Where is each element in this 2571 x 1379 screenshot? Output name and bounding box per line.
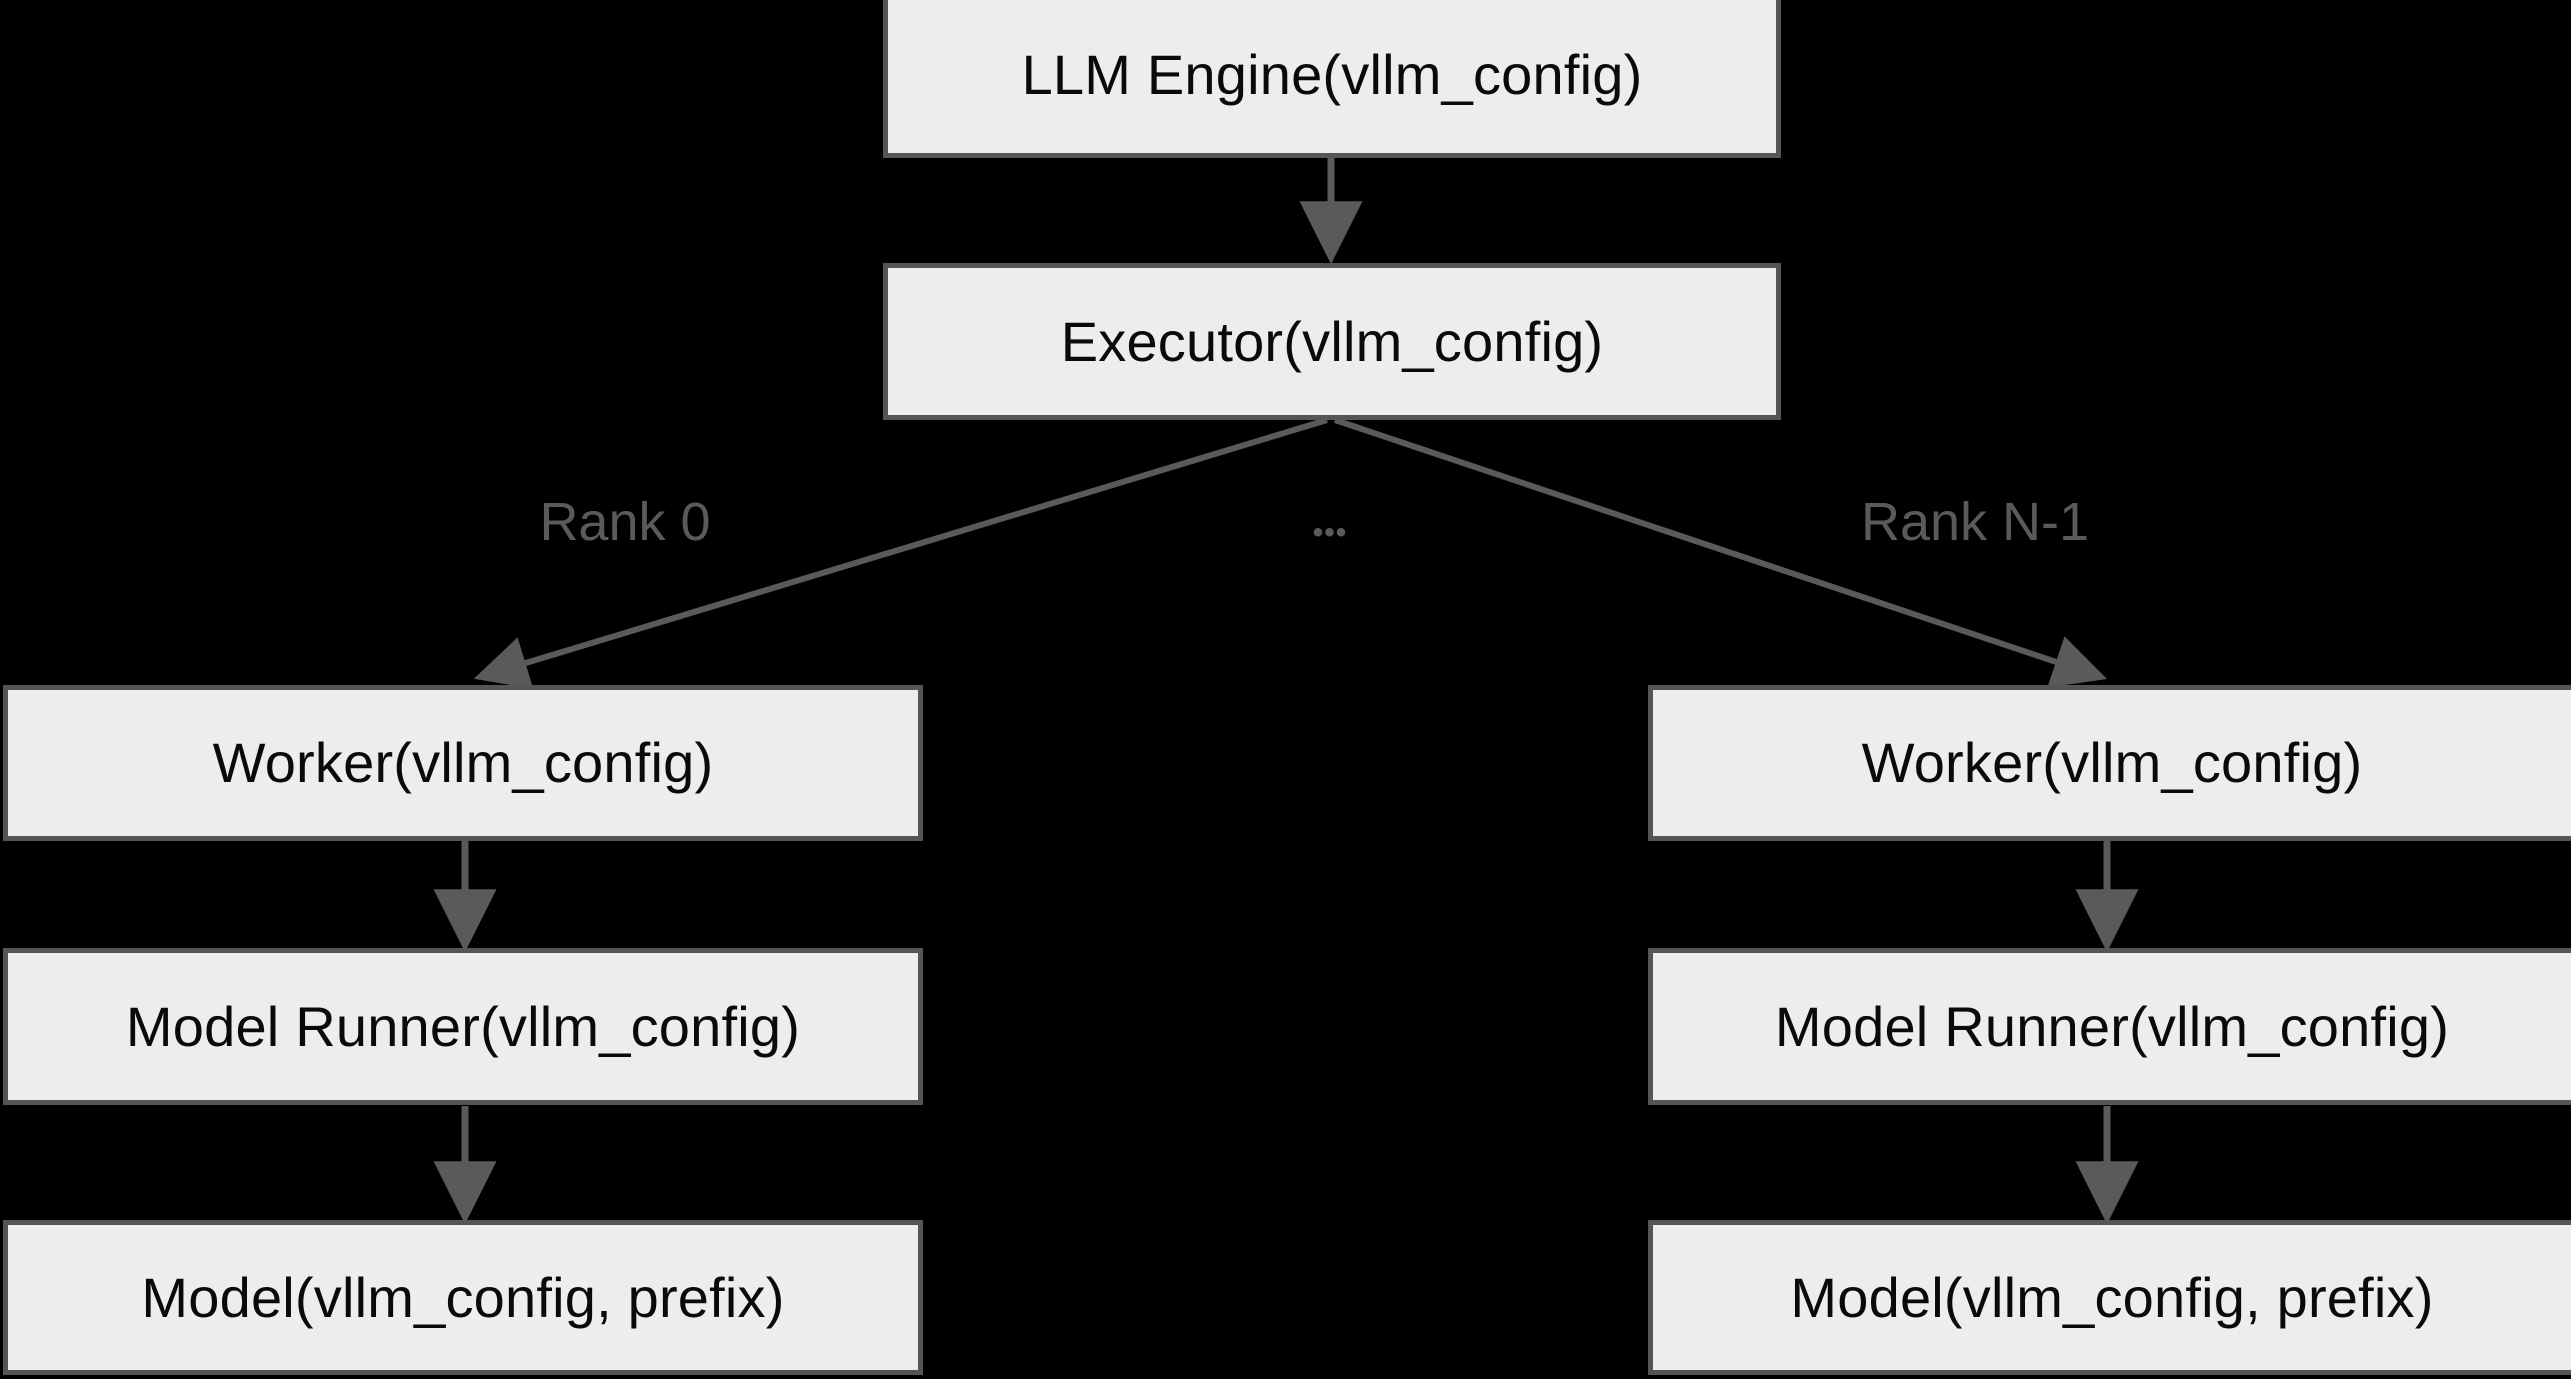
node-llm-engine[interactable]: LLM Engine(vllm_config): [883, 0, 1781, 158]
node-model-rank0-label: Model(vllm_config, prefix): [141, 1265, 785, 1329]
node-model-rankn[interactable]: Model(vllm_config, prefix): [1648, 1220, 2571, 1375]
node-model-rank0[interactable]: Model(vllm_config, prefix): [3, 1220, 923, 1375]
edge-label-ellipsis: •••: [1240, 518, 1420, 548]
node-worker-rankn[interactable]: Worker(vllm_config): [1648, 685, 2571, 841]
node-model-runner-rankn-label: Model Runner(vllm_config): [1774, 994, 2450, 1058]
edge-label-rank-0-text: Rank 0: [539, 492, 711, 552]
edge-label-ellipsis-text: •••: [1312, 516, 1348, 549]
node-worker-rank0-label: Worker(vllm_config): [212, 731, 714, 794]
edge-label-rank-n-1: Rank N-1: [1810, 495, 2140, 549]
edge-label-rank-0: Rank 0: [460, 495, 790, 549]
node-model-runner-rank0[interactable]: Model Runner(vllm_config): [3, 948, 923, 1105]
node-model-runner-rank0-label: Model Runner(vllm_config): [125, 994, 801, 1058]
node-llm-engine-label: LLM Engine(vllm_config): [1021, 43, 1643, 106]
node-model-runner-rankn[interactable]: Model Runner(vllm_config): [1648, 948, 2571, 1105]
node-executor[interactable]: Executor(vllm_config): [883, 263, 1781, 420]
node-model-rankn-label: Model(vllm_config, prefix): [1790, 1265, 2434, 1329]
node-worker-rankn-label: Worker(vllm_config): [1861, 731, 2363, 794]
edge-label-rank-n-1-text: Rank N-1: [1860, 492, 2090, 552]
node-worker-rank0[interactable]: Worker(vllm_config): [3, 685, 923, 841]
node-executor-label: Executor(vllm_config): [1060, 309, 1604, 373]
